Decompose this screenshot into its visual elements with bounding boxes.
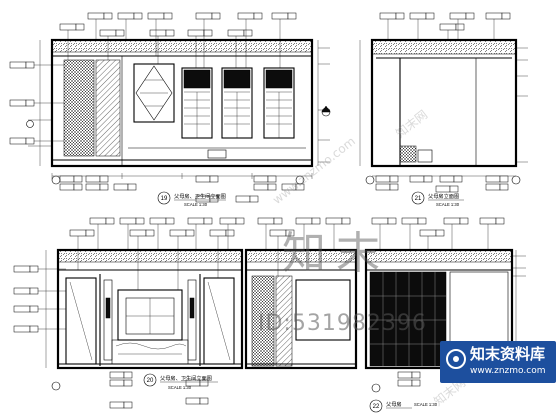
watermark-id: ID:531982396 <box>258 311 427 336</box>
drawing-number-20: 20 <box>147 378 154 384</box>
annotation-tags-22 <box>371 217 505 393</box>
elevation-19: 19 父母房、卫生间立面图 SCALE 1:30 <box>9 12 331 207</box>
annotation-tags-19-left <box>9 61 64 145</box>
drawing-title-22: 父母房 <box>386 400 402 408</box>
annotation-tags-20 <box>13 217 245 409</box>
drawing-title-20: 父母房、卫生间立面图 <box>160 374 212 382</box>
window-group <box>181 67 295 139</box>
annotation-tags-21 <box>365 12 521 193</box>
annotation-tags-19-top <box>59 12 297 68</box>
drawing-scale-21: SCALE 1:30 <box>436 202 460 207</box>
elevation-20-bathroom <box>244 217 358 370</box>
drawing-scale-22: SCALE 1:30 <box>414 402 438 407</box>
annotation-tags-20-bathroom <box>257 217 351 276</box>
drawing-title-21: 父母房立面图 <box>428 192 459 200</box>
drawing-scale-19: SCALE 1:30 <box>184 202 208 207</box>
drawing-number-21: 21 <box>415 196 422 202</box>
drawing-number-22-circle <box>369 399 383 413</box>
drawing-number-21-circle <box>411 191 425 205</box>
drawing-number-20-circle <box>143 373 157 387</box>
elevation-22: 22 父母房 SCALE 1:30 <box>364 217 526 413</box>
drawing-title-19: 父母房、卫生间立面图 <box>174 192 226 200</box>
annotation-tags-19-bottom <box>51 175 305 203</box>
drawing-scale-20: SCALE 1:30 <box>168 385 192 390</box>
elevation-20: 20 父母房、卫生间立面图 SCALE 1:30 <box>13 217 245 409</box>
drawing-number-22: 22 <box>373 404 380 410</box>
drawing-number-19: 19 <box>161 196 168 202</box>
drawing-number-19-circle <box>157 191 171 205</box>
logo-icon <box>446 349 466 369</box>
elevation-21: 21 父母房立面图 SCALE 1:30 <box>359 12 528 207</box>
watermark-logo-text: 知末 <box>282 228 390 279</box>
watermark-site-name: 知末资料库 <box>470 345 546 363</box>
watermark-url: www.znzmo.com <box>470 366 546 376</box>
